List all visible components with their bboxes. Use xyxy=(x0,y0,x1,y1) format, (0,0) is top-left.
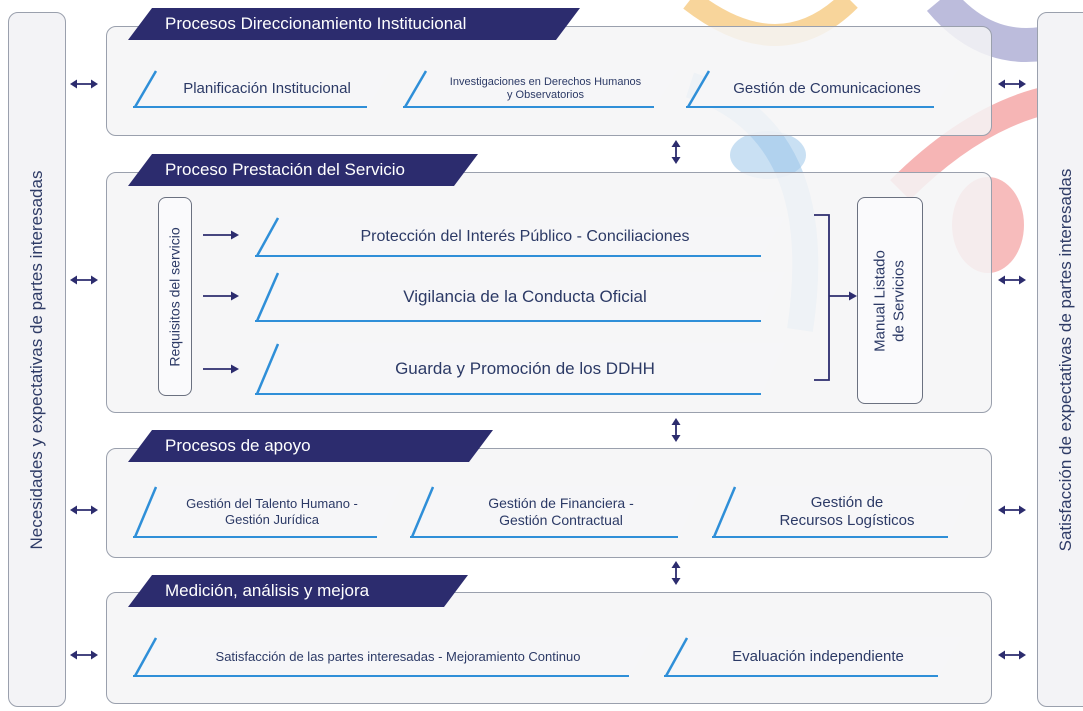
process-label: Satisfacción de las partes interesadas -… xyxy=(215,649,581,665)
process-evaluacion-independiente: Evaluación independiente xyxy=(664,637,962,677)
process-satisfaccion-mejoramiento: Satisfacción de las partes interesadas -… xyxy=(133,637,653,677)
lightblue-dot-decoration xyxy=(730,131,806,179)
double-arrow-vertical-icon xyxy=(671,561,681,585)
prestacion-header: Proceso Prestación del Servicio xyxy=(128,154,478,186)
process-label: Gestión de Comunicaciones xyxy=(733,80,921,97)
double-arrow-horizontal-icon xyxy=(998,79,1026,89)
requisitos-servicio-box: Requisitos del servicio xyxy=(158,197,192,396)
manual-listado-servicios-label: Manual Listado de Servicios xyxy=(871,249,907,352)
process-label: Evaluación independiente xyxy=(732,648,904,665)
double-arrow-horizontal-icon xyxy=(70,275,98,285)
process-proteccion-interes-publico: Protección del Interés Público - Concili… xyxy=(255,217,785,257)
process-planificacion-institucional: Planificación Institucional xyxy=(133,70,391,108)
bracket-arrow-icon xyxy=(814,214,857,381)
apoyo-header: Procesos de apoyo xyxy=(128,430,493,462)
process-label: Gestión del Talento Humano - Gestión Jur… xyxy=(186,496,358,527)
process-label: Investigaciones en Derechos Humanos y Ob… xyxy=(449,75,642,101)
right-side-label: Satisfacción de expectativas de partes i… xyxy=(1056,168,1075,551)
process-gestion-comunicaciones: Gestión de Comunicaciones xyxy=(686,70,958,108)
process-label: Planificación Institucional xyxy=(183,80,351,97)
requisitos-servicio-label: Requisitos del servicio xyxy=(166,226,183,367)
right-stakeholder-satisfaction-bar: Satisfacción de expectativas de partes i… xyxy=(1037,12,1083,707)
double-arrow-horizontal-icon xyxy=(70,79,98,89)
manual-listado-servicios-box: Manual Listado de Servicios xyxy=(857,197,923,404)
medicion-header: Medición, análisis y mejora xyxy=(128,575,468,607)
arrow-right-icon xyxy=(203,230,239,240)
double-arrow-horizontal-icon xyxy=(70,505,98,515)
direccionamiento-header: Procesos Direccionamiento Institucional xyxy=(128,8,580,40)
double-arrow-horizontal-icon xyxy=(998,650,1026,660)
process-label: Vigilancia de la Conducta Oficial xyxy=(403,286,647,306)
process-label: Guarda y Promoción de los DDHH xyxy=(395,358,655,378)
process-label: Gestión de Recursos Logísticos xyxy=(779,494,915,529)
process-vigilancia-conducta-oficial: Vigilancia de la Conducta Oficial xyxy=(255,272,785,322)
double-arrow-vertical-icon xyxy=(671,418,681,442)
double-arrow-horizontal-icon xyxy=(998,275,1026,285)
process-label: Gestión de Financiera - Gestión Contract… xyxy=(488,495,634,528)
process-investigaciones-ddhh: Investigaciones en Derechos Humanos y Ob… xyxy=(403,70,678,108)
process-recursos-logisticos: Gestión de Recursos Logísticos xyxy=(712,486,972,538)
double-arrow-vertical-icon xyxy=(671,140,681,164)
left-side-label: Necesidades y expectativas de partes int… xyxy=(27,170,46,549)
process-guarda-promocion-ddhh: Guarda y Promoción de los DDHH xyxy=(255,343,785,395)
arrow-right-icon xyxy=(203,364,239,374)
process-talento-humano-juridica: Gestión del Talento Humano - Gestión Jur… xyxy=(133,486,401,538)
left-stakeholder-needs-bar: Necesidades y expectativas de partes int… xyxy=(8,12,66,707)
double-arrow-horizontal-icon xyxy=(998,505,1026,515)
process-label: Protección del Interés Público - Concili… xyxy=(360,228,690,246)
arrow-right-icon xyxy=(203,291,239,301)
process-financiera-contractual: Gestión de Financiera - Gestión Contract… xyxy=(410,486,702,538)
double-arrow-horizontal-icon xyxy=(70,650,98,660)
